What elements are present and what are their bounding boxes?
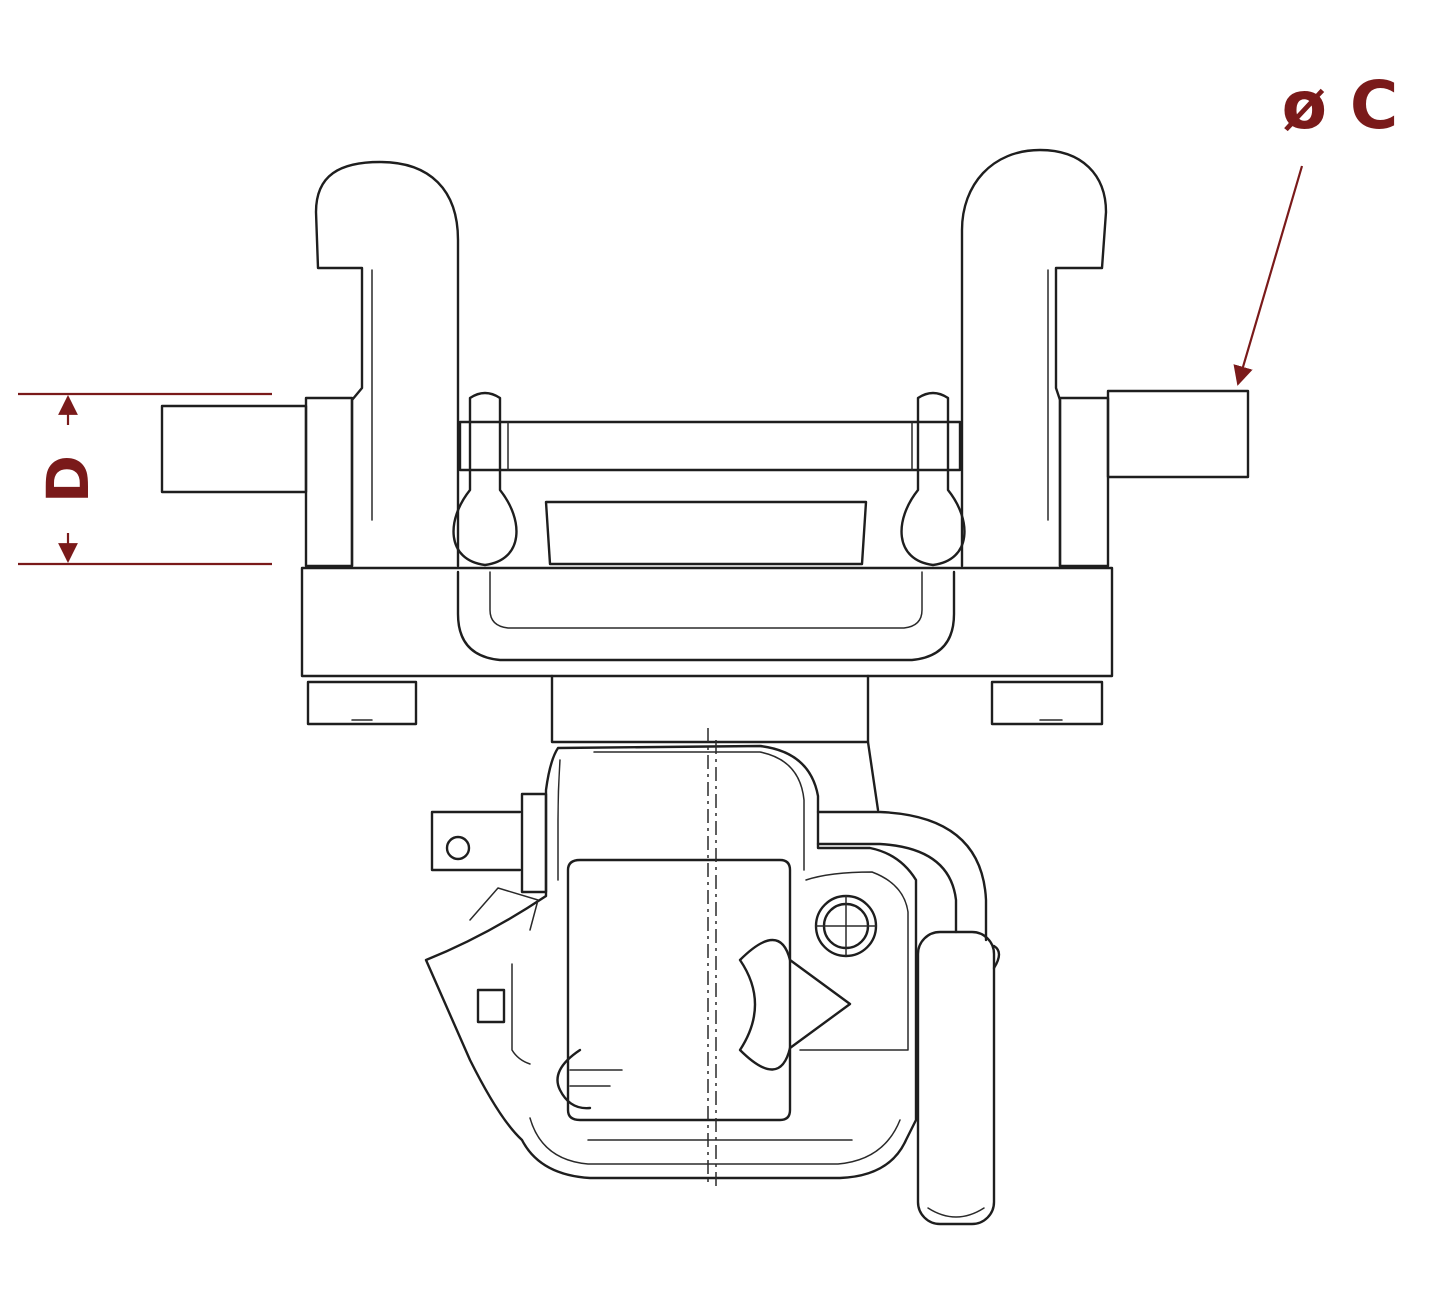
dimension-d: D (18, 392, 272, 566)
left-tab (430, 792, 548, 894)
centerlines (707, 728, 717, 1186)
left-claw (314, 160, 460, 568)
base-plate (300, 566, 1114, 726)
lower-jaw-body (424, 744, 918, 1180)
left-pin (160, 396, 354, 568)
right-claw (960, 148, 1108, 568)
lever-handle (816, 810, 1001, 1226)
dimension-c: ø C (1233, 67, 1399, 386)
dimension-d-label: D (34, 455, 102, 503)
lock-pin (814, 894, 878, 958)
dimension-c-label: ø C (1282, 67, 1399, 144)
cross-bar (452, 391, 966, 567)
right-pin (1058, 389, 1250, 568)
neck (550, 674, 880, 812)
